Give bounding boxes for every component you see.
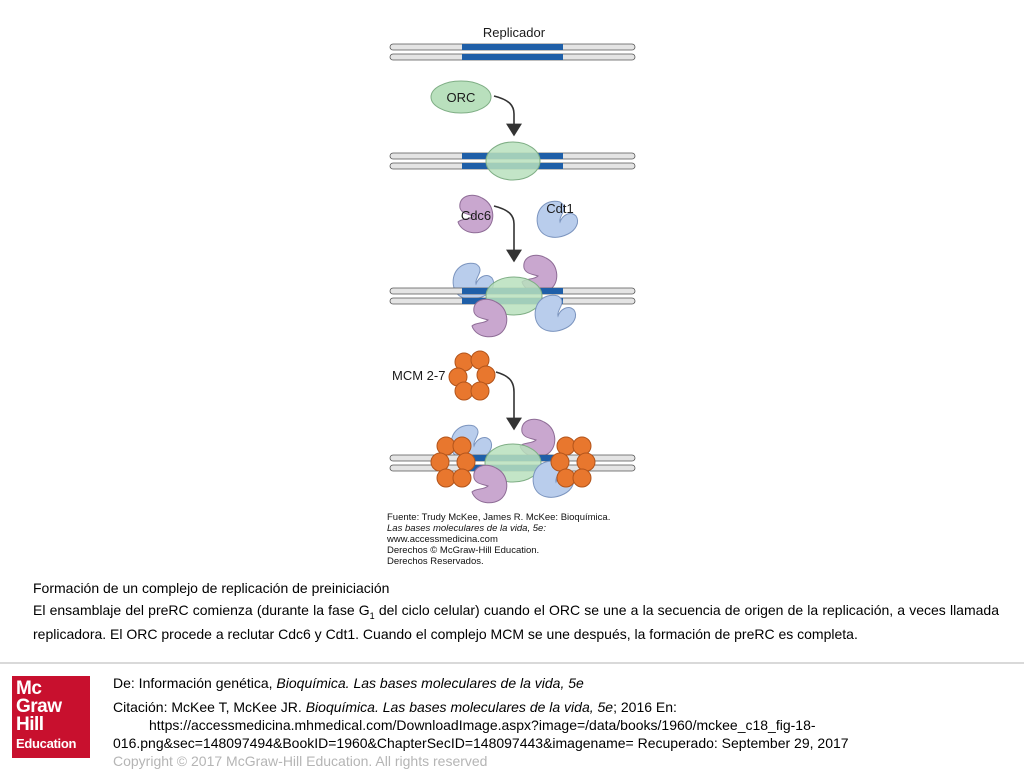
citation-year: ; 2016 En: <box>613 699 677 715</box>
mcm-label: MCM 2-7 <box>392 368 445 383</box>
citation-url[interactable]: https://accessmedicina.mhmedical.com/Dow… <box>149 716 1013 734</box>
citation-authors: Citación: McKee T, McKee JR <box>113 699 298 715</box>
caption-body: El ensamblaje del preRC comienza (durant… <box>33 601 999 643</box>
replicator-label: Replicador <box>483 25 546 40</box>
source-line-5: Derechos Reservados. <box>387 556 484 567</box>
dna-row-2 <box>389 141 636 181</box>
mcm-complex <box>448 350 496 401</box>
source-line-2: Las bases moleculares de la vida, 5e: <box>387 523 546 534</box>
arrow-step-1 <box>493 95 522 137</box>
arrow-step-3 <box>495 371 522 431</box>
citation-url-line-2[interactable]: 016.png&sec=148097494&BookID=1960&Chapte… <box>113 735 849 751</box>
logo-line-1: Mc <box>16 678 42 699</box>
logo-line-3: Hill <box>16 714 44 735</box>
figure-source: Fuente: Trudy McKee, James R. McKee: Bio… <box>386 512 610 567</box>
orc-label: ORC <box>447 90 476 105</box>
citation-from: De: Información genética, Bioquímica. La… <box>113 674 1013 692</box>
source-line-4: Derechos © McGraw-Hill Education. <box>387 545 539 556</box>
dna-row-1 <box>389 43 636 61</box>
citation-main: Citación: McKee T, McKee JR. Bioquímica.… <box>113 698 1013 716</box>
cdc6-label: Cdc6 <box>461 208 491 223</box>
caption-title: Formación de un complejo de replicación … <box>33 580 390 596</box>
logo-line-2: Graw <box>16 696 62 717</box>
dna-row-3 <box>389 254 636 338</box>
mcgraw-hill-logo: Mc Graw Hill Education <box>12 676 90 758</box>
arrow-step-2 <box>493 205 522 263</box>
copyright-notice: Copyright © 2017 McGraw-Hill Education. … <box>113 753 488 769</box>
cdt1-label: Cdt1 <box>546 201 573 216</box>
citation-from-prefix: De: Información genética, <box>113 675 277 691</box>
citation-url-2[interactable]: 016.png&sec=148097494&BookID=1960&Chapte… <box>113 734 1013 752</box>
citation-dot: . <box>297 699 306 715</box>
prerc-diagram: Replicador ORC Cdc6 Cdt1 MCM 2-7 <box>386 25 636 567</box>
citation-from-book: Bioquímica. Las bases moleculares de la … <box>276 675 584 691</box>
caption-body-subscript: 1 <box>369 610 375 621</box>
footer-divider <box>0 662 1024 664</box>
caption-body-end: del ciclo celular) cuando el ORC se une … <box>33 602 999 642</box>
source-line-3: www.accessmedicina.com <box>386 534 498 545</box>
citation-block: De: Información genética, Bioquímica. La… <box>113 674 1013 770</box>
dna-row-4 <box>389 418 636 504</box>
figure-caption: Formación de un complejo de replicación … <box>33 579 999 643</box>
orc-protein <box>430 80 492 114</box>
caption-body-start: El ensamblaje del preRC comienza (durant… <box>33 602 370 618</box>
citation-url-line-1[interactable]: https://accessmedicina.mhmedical.com/Dow… <box>149 717 816 733</box>
source-line-1: Fuente: Trudy McKee, James R. McKee: Bio… <box>387 512 610 523</box>
citation-book: Bioquímica. Las bases moleculares de la … <box>305 699 614 715</box>
logo-line-4: Education <box>16 736 77 751</box>
